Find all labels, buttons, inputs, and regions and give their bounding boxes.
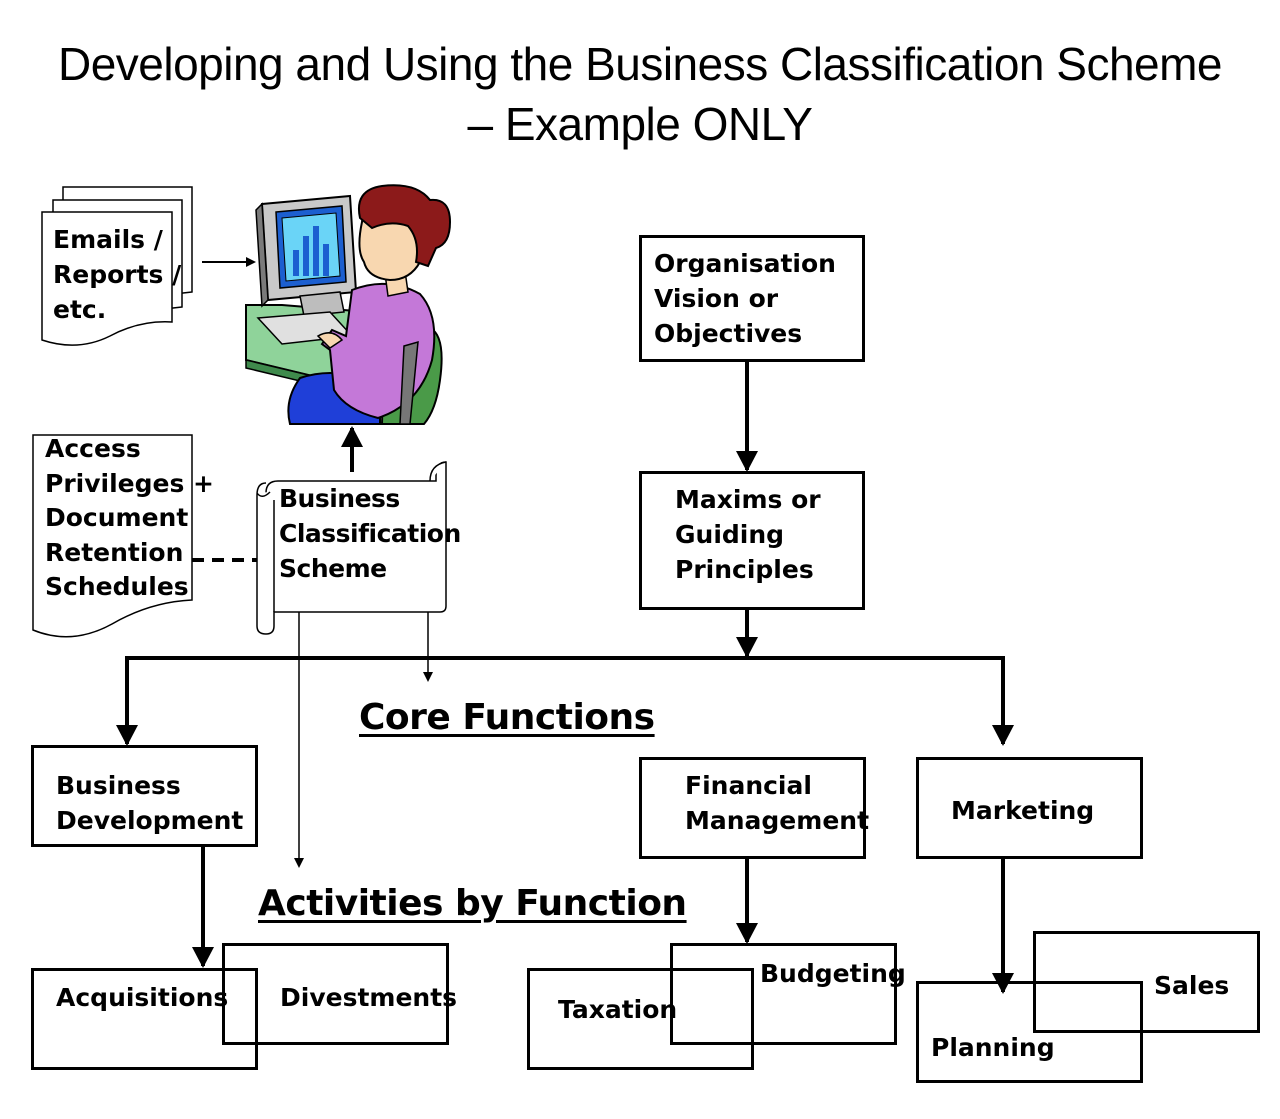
access-privileges-label: Access Privileges + Document Retention S… [45, 432, 214, 605]
taxation-box: Taxation [527, 968, 754, 1070]
bd-line-2: Development [56, 806, 244, 835]
bd-line-1: Business [56, 771, 181, 800]
financial-management-box: Financial Management [639, 757, 869, 859]
scheme-line-3: Scheme [279, 554, 387, 583]
fm-line-2: Management [685, 806, 870, 835]
business-development-label: Business Development [56, 768, 243, 838]
maxims-label: Maxims or Guiding Principles [675, 482, 821, 587]
title-line-2: – Example ONLY [467, 98, 813, 150]
maxims-line-3: Principles [675, 555, 814, 584]
vision-label: Organisation Vision or Objectives [654, 246, 836, 351]
office-worker-clipart [245, 184, 452, 425]
access-document-icon [32, 434, 193, 638]
divestments-label: Divestments [280, 983, 458, 1012]
emails-line-1: Emails / [53, 225, 163, 254]
fm-line-1: Financial [685, 771, 812, 800]
access-line-2: Privileges + [45, 468, 214, 498]
emails-reports-label: Emails / Reports / etc. [53, 222, 181, 327]
marketing-label: Marketing [951, 796, 1095, 825]
planning-box: Planning [916, 981, 1143, 1083]
budgeting-box: Budgeting [670, 943, 906, 1045]
divestments-box: Divestments [222, 943, 457, 1045]
maxims-box: Maxims or Guiding Principles [639, 471, 865, 610]
access-line-3: Document [45, 503, 189, 532]
planning-label: Planning [931, 1033, 1055, 1062]
emails-line-3: etc. [53, 295, 107, 324]
financial-management-label: Financial Management [685, 768, 869, 838]
access-line-5: Schedules [45, 572, 189, 601]
core-functions-heading: Core Functions [359, 697, 655, 738]
vision-line-1: Organisation [654, 249, 836, 278]
vision-line-3: Objectives [654, 319, 803, 348]
scroll-icon [256, 461, 447, 635]
access-line-4: Retention [45, 537, 184, 567]
business-development-box: Business Development [31, 745, 258, 847]
vision-box: Organisation Vision or Objectives [639, 235, 865, 362]
emails-line-2: Reports / [53, 260, 182, 289]
taxation-label: Taxation [558, 995, 678, 1024]
maxims-line-2: Guiding [675, 520, 785, 549]
acquisitions-box: Acquisitions [31, 968, 258, 1070]
sales-label: Sales [1154, 971, 1230, 1000]
title-line-1: Developing and Using the Business Classi… [57, 38, 1223, 90]
access-line-1: Access [45, 434, 141, 463]
scheme-line-1: Business [279, 484, 400, 513]
scheme-line-2: Classification [279, 519, 461, 548]
document-stack-icon [41, 186, 193, 346]
vision-line-2: Vision or [654, 284, 779, 313]
maxims-line-1: Maxims or [675, 485, 821, 514]
marketing-box: Marketing [916, 757, 1143, 859]
business-classification-scheme-label: Business Classification Scheme [279, 481, 461, 586]
budgeting-label: Budgeting [760, 959, 906, 988]
activities-heading: Activities by Function [258, 883, 687, 924]
acquisitions-label: Acquisitions [56, 983, 229, 1012]
diagram-title: Developing and Using the Business Classi… [0, 34, 1280, 154]
